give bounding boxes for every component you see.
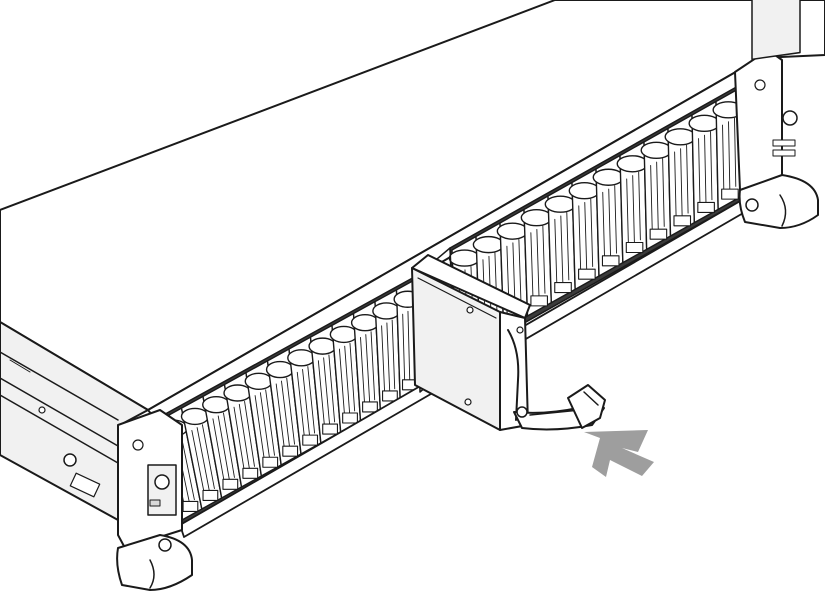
left-drive-slot-4 <box>223 371 263 488</box>
right-drive-slot-4 <box>520 195 553 317</box>
left-drive-slot-6 <box>265 348 302 466</box>
chassis-side-panel <box>0 321 149 521</box>
right-drive-slot-9 <box>640 127 673 251</box>
right-bay-slots <box>448 87 745 357</box>
right-drive-slot-10 <box>664 114 697 237</box>
left-drive-slot-3 <box>202 383 243 499</box>
right-drive-slot-11 <box>688 100 721 224</box>
right-drive-slot-8 <box>616 141 649 264</box>
insert-arrow-icon <box>584 430 654 477</box>
rack-ear-left-icon <box>116 409 193 591</box>
right-drive-slot-5 <box>544 181 577 304</box>
drive-carrier-icon <box>411 254 606 431</box>
rack-ear-right-icon <box>734 0 819 229</box>
left-drive-slot-9 <box>329 312 362 433</box>
left-drive-slot-5 <box>244 360 282 477</box>
right-drive-slot-7 <box>592 154 625 277</box>
right-drive-slot-12 <box>712 87 745 211</box>
